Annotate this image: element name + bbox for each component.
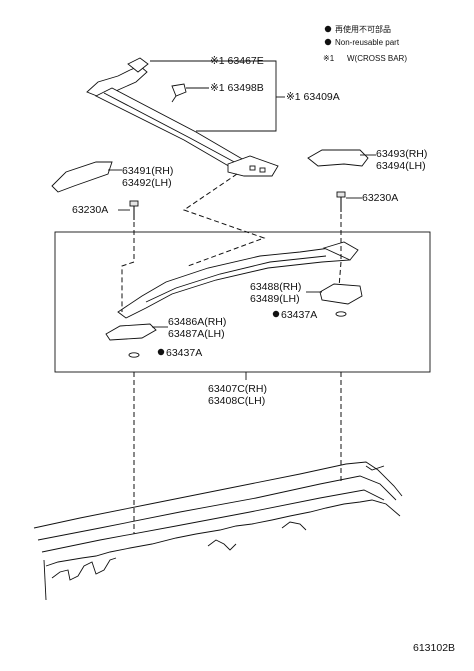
roof-end-detail (365, 465, 385, 471)
vehicle-roof (33, 461, 403, 601)
label-63409a: ※1 63409A (286, 91, 340, 103)
roof-detail-left (51, 557, 117, 581)
pad-63437a-left (128, 352, 140, 358)
cap-slot (259, 167, 266, 173)
callout-bracket (150, 60, 277, 132)
end-cover-left (51, 161, 122, 193)
rail-base-left (105, 323, 168, 341)
screw-shaft (171, 95, 177, 103)
non-reusable-dot-icon (324, 38, 332, 46)
legend-note-mark: ※1 (323, 54, 335, 63)
label-63489: 63489(LH) (250, 293, 300, 305)
legend-non-reusable-en: Non-reusable part (335, 38, 400, 47)
detail-box (54, 231, 431, 373)
base-63488 (319, 283, 363, 305)
roof-detail-mid2 (281, 521, 307, 531)
label-63467e: ※1 63467E (210, 55, 264, 67)
non-reusable-dot-icon (324, 25, 332, 33)
roof-inner-edge (41, 489, 385, 553)
roof-rail (117, 241, 359, 319)
label-63230a-right: 63230A (362, 192, 398, 204)
end-cover-right (307, 149, 376, 167)
label-63488: 63488(RH) (250, 281, 301, 293)
legend-note-text: W(CROSS BAR) (347, 54, 407, 63)
legend: 再使用不可部品 Non-reusable part ※1 W(CROSS BAR… (323, 24, 407, 63)
label-63487a: 63487A(LH) (168, 328, 225, 340)
assembly-guide-line (182, 173, 266, 267)
label-63437a-right: 63437A (281, 309, 317, 321)
label-63408c: 63408C(LH) (208, 395, 265, 407)
roof-detail-mid (207, 539, 237, 551)
roof-outer-edge (33, 461, 403, 529)
roof-lower-contour (45, 499, 401, 567)
legend-non-reusable-jp: 再使用不可部品 (335, 24, 391, 34)
rail-base-right (306, 283, 363, 305)
non-reusable-dot-icon (157, 348, 165, 356)
bolt-head (336, 191, 346, 198)
label-63492: 63492(LH) (122, 177, 172, 189)
label-63493: 63493(RH) (376, 148, 427, 160)
cover-63491 (51, 161, 113, 193)
base-63486a (105, 323, 157, 341)
roof-rail-bar (117, 247, 353, 319)
bolt-left (118, 200, 139, 220)
label-63494: 63494(LH) (376, 160, 426, 172)
label-63407c: 63407C(RH) (208, 383, 267, 395)
cap-slot (249, 165, 256, 171)
label-63230a-left: 63230A (72, 204, 108, 216)
figure-id: 613102B (413, 642, 455, 654)
cross-bar-edge (103, 92, 239, 165)
pad-63437a-right (335, 311, 347, 317)
cross-bar-assembly (86, 57, 285, 177)
label-63437a-left: 63437A (166, 347, 202, 359)
roof-pillar-left (43, 559, 47, 601)
label-63498b: ※1 63498B (210, 82, 264, 94)
screw-63498b (171, 83, 187, 97)
label-63486a: 63486A(RH) (168, 316, 226, 328)
bolt-right (336, 191, 362, 212)
guide-line-left (121, 222, 135, 312)
cover-63493 (307, 149, 369, 167)
non-reusable-dot-icon (272, 310, 280, 318)
clip-63467e (127, 57, 149, 73)
bolt-head (129, 200, 139, 207)
label-63491: 63491(RH) (122, 165, 173, 177)
roof-rail-edge (145, 255, 327, 303)
roof-rail-groove (37, 475, 397, 541)
